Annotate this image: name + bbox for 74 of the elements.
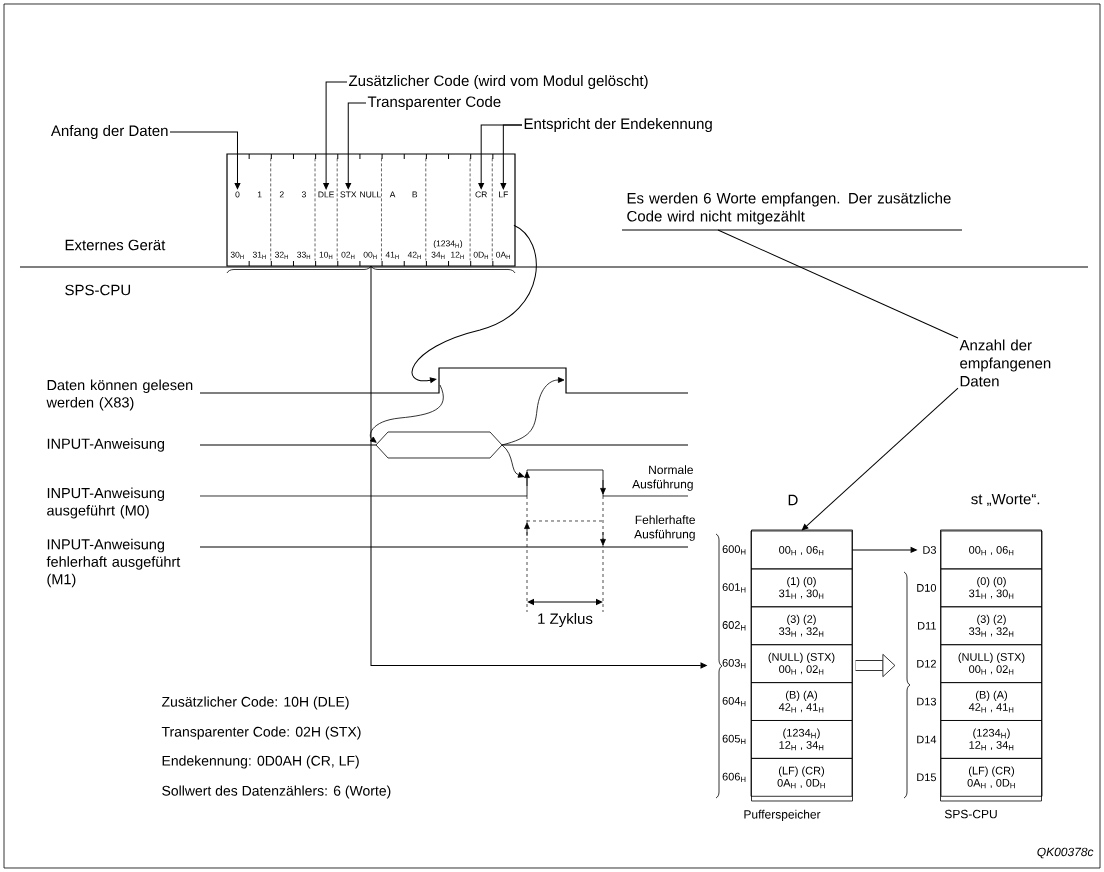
leader-line	[717, 229, 959, 339]
label-text: INPUT-Anweisung fehlerhaft ausgeführt (M1)	[46, 538, 181, 588]
frame-cell: 2 32$_{H}$	[270, 158, 288, 261]
arrow	[169, 131, 241, 190]
arrow	[370, 266, 707, 669]
address-label: 606$_{H}$	[722, 772, 746, 782]
frame-cell: CR 0D$_{H}$	[469, 158, 488, 261]
label-text: D	[788, 494, 798, 506]
memory-row: (B) (A) 42$_{H}$ , 41$_{H}$	[750, 682, 853, 721]
memory-row: (1) (0) 31$_{H}$ , 30$_{H}$	[750, 568, 853, 608]
address-label: 600$_{H}$	[722, 545, 746, 555]
memory-row: (LF) (CR) 0A$_{H}$ , 0D$_{H}$	[940, 758, 1043, 797]
address-label: D10	[917, 583, 937, 592]
dimension-label: 1 Zyklus	[538, 613, 593, 627]
address-label: D13	[917, 697, 936, 706]
frame-cell: 0 30$_{H}$	[230, 191, 244, 259]
label-text: INPUT-Anweisung ausgeführt (M0)	[47, 487, 165, 519]
frame-cell: 1 31$_{H}$	[252, 191, 266, 259]
memory-row: (0) (0) 31$_{H}$ , 30$_{H}$	[940, 568, 1043, 608]
memory-row: (B) (A) 42$_{H}$ , 41$_{H}$	[940, 682, 1043, 721]
address-label: 605$_{H}$	[722, 734, 746, 745]
label-text: SPS-CPU	[65, 284, 131, 296]
memory-row: (1234$_{H}$) 12$_{H}$ , 34$_{H}$	[940, 720, 1043, 759]
block-arrow	[855, 653, 896, 678]
frame-cell: DLE 10$_{H}$	[314, 158, 334, 261]
address-label: D3	[923, 546, 936, 554]
memory-row: (3) (2) 33$_{H}$ , 32$_{H}$	[750, 606, 853, 646]
memory-row: 00$_{H}$ , 06$_{H}$	[940, 530, 1043, 570]
memory-row: (NULL) (STX) 00$_{H}$ , 02$_{H}$	[750, 644, 853, 683]
arrow	[345, 102, 367, 190]
label-text: st „Worte“.	[971, 493, 1040, 507]
note-text: Transparenter Code: 02H (STX)	[161, 726, 361, 740]
frame-cell: B 42$_{H}$	[407, 191, 421, 259]
frame-cell: 3 33$_{H}$	[297, 191, 311, 259]
address-label: D14	[917, 735, 937, 744]
timing-note: Fehlerhafte Ausführung	[634, 515, 695, 541]
address-label: 604$_{H}$	[722, 696, 746, 707]
memory-row: (LF) (CR) 0A$_{H}$ , 0D$_{H}$	[750, 758, 853, 797]
node-label: SPS-CPU	[944, 809, 997, 819]
callout-text: Es werden 6 Worte empfangen. Der zusätzliche Code wird nicht mitgezählt	[621, 192, 963, 231]
frame-cell: A 41$_{H}$	[381, 158, 399, 261]
memory-row: (1234$_{H}$) 12$_{H}$ , 34$_{H}$	[750, 720, 853, 759]
frame-cell: LF 0A$_{H}$	[491, 158, 510, 261]
address-label: 603$_{H}$	[722, 659, 746, 669]
address-label: 601$_{H}$	[722, 583, 746, 593]
label-text: INPUT-Anweisung	[47, 438, 165, 452]
note-text: Sollwert des Datenzählers: 6 (Worte)	[162, 785, 391, 799]
label-text: Externes Gerät	[65, 239, 166, 251]
callout-text: Zusätzlicher Code (wird vom Modul gelöscht)	[349, 75, 648, 89]
arrow	[801, 387, 959, 531]
address-label: 602$_{H}$	[722, 621, 746, 631]
arrow	[411, 224, 537, 383]
callout-text: Entspricht der Endekennung	[524, 118, 712, 132]
frame-cell: (1234$_{H}$) 34$_{H}$ 12$_{H}$	[425, 158, 464, 261]
address-label: D12	[917, 659, 936, 668]
arrow	[323, 81, 348, 190]
address-label: D11	[918, 621, 936, 630]
callout-text: Anzahl der empfangenen Daten	[959, 339, 1051, 387]
note-text: Zusätzlicher Code: 10H (DLE)	[161, 696, 349, 710]
frame-cell: STX 02$_{H}$	[336, 158, 357, 261]
memory-row: (NULL) (STX) 00$_{H}$ , 02$_{H}$	[940, 644, 1043, 683]
frame-cell: NULL 00$_{H}$	[360, 191, 381, 259]
label-text: Daten können gelesen werden (X83)	[46, 379, 193, 411]
callout-text: Transparenter Code	[367, 96, 501, 110]
memory-row: (3) (2) 33$_{H}$ , 32$_{H}$	[940, 606, 1043, 646]
note-text: Endekennung: 0D0AH (CR, LF)	[162, 755, 359, 769]
figure-id: QK00378c	[1037, 847, 1094, 859]
memory-row: 00$_{H}$ , 06$_{H}$	[750, 530, 853, 570]
timing-note: Normale Ausführung	[632, 465, 693, 491]
node-label: Pufferspeicher	[744, 809, 821, 822]
arrow	[500, 124, 523, 190]
callout-text: Anfang der Daten	[50, 125, 168, 139]
arrow	[851, 547, 917, 553]
address-label: D15	[917, 773, 937, 782]
